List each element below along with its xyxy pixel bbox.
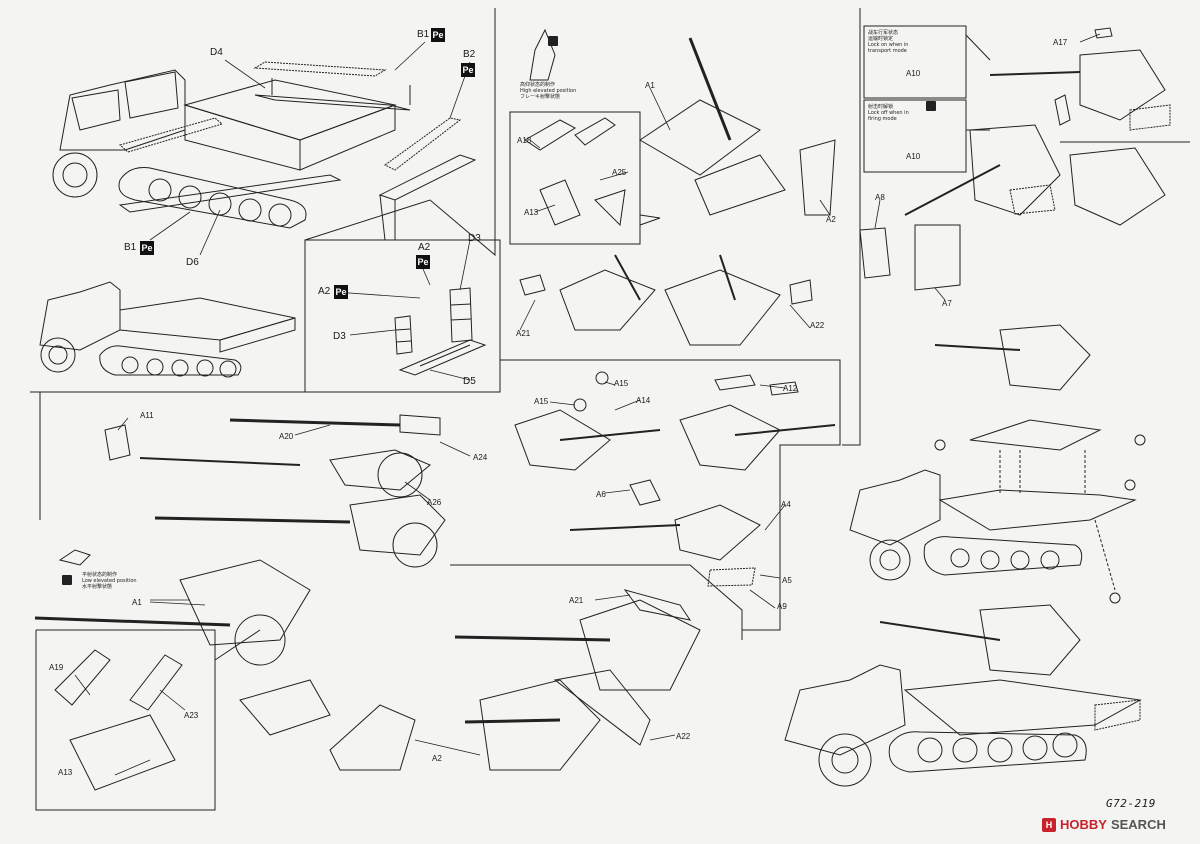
- label-a1-top: A1: [645, 81, 655, 90]
- note-box-transport: [863, 25, 967, 99]
- label-a26: A26: [427, 498, 442, 507]
- note-line: 高仰状态的制作: [520, 82, 556, 88]
- note-transport-lock: 战车行军状态 运输时锁定 Lock on when in transport m…: [868, 30, 908, 54]
- note-line: 平射状态的制作: [82, 572, 118, 578]
- label-a23: A23: [184, 711, 199, 720]
- flip-icon: [548, 36, 558, 46]
- label-d4: D4: [210, 47, 223, 58]
- note-line: 射击时解锁: [868, 104, 894, 110]
- label-a22-mid: A22: [810, 321, 825, 330]
- label-a2-gun: A2: [826, 215, 836, 224]
- label-a21-bottom: A21: [569, 596, 584, 605]
- label-a2-left: A2: [318, 286, 331, 297]
- note-line: フレーキ射撃状態: [520, 94, 561, 100]
- note-line: High elevated position: [520, 88, 577, 94]
- label-d6: D6: [186, 257, 199, 268]
- label-a19: A19: [49, 663, 64, 672]
- label-a15-b: A15: [534, 397, 549, 406]
- gun-bottom-center: [454, 589, 701, 771]
- hobbysearch-logo-icon: H: [1042, 817, 1056, 832]
- label-a18: A18: [517, 136, 532, 145]
- label-a6: A6: [596, 490, 606, 499]
- note-high-position: 高仰状态的制作 High elevated position フレーキ射撃状態: [520, 82, 576, 100]
- note-firing-unlock: 射击时解锁 Lock off when in firing mode: [868, 104, 909, 122]
- label-d5: D5: [463, 376, 476, 387]
- ladder-detail: [394, 287, 487, 376]
- label-d3-left: D3: [333, 331, 346, 342]
- label-a21-mid: A21: [516, 329, 531, 338]
- pe-badge-icon: Pe: [461, 63, 475, 77]
- label-a8: A8: [875, 193, 885, 202]
- label-a12: A12: [783, 384, 798, 393]
- gun-top-right: [859, 27, 1171, 291]
- note-line: 战车行军状态: [868, 30, 899, 36]
- watermark-brand: HOBBY: [1060, 817, 1107, 832]
- panel-dividers: [30, 8, 861, 811]
- label-a13-top: A13: [524, 208, 539, 217]
- note-low-position: 平射状态的制作 Low elevated position 水平射撃状態: [82, 572, 137, 590]
- gun-low-center: [514, 371, 836, 587]
- label-b1-bottom: B1: [124, 242, 137, 253]
- gun-left-assemblies: [34, 414, 446, 771]
- note-line: Lock on when in: [868, 42, 909, 48]
- label-a9: A9: [777, 602, 787, 611]
- leader-lines: [74, 33, 1101, 776]
- label-a2-top: A2: [418, 242, 431, 253]
- label-a10-bottom: A10: [906, 152, 921, 161]
- flip-icon: [926, 101, 936, 111]
- pe-badge-icon: Pe: [140, 241, 154, 255]
- halftrack-right-exploded: [849, 324, 1146, 604]
- gun-top-center: [524, 28, 836, 227]
- flip-icon: [62, 575, 72, 585]
- pe-badge-icon: Pe: [416, 255, 430, 269]
- label-a20: A20: [279, 432, 294, 441]
- label-b2: B2: [463, 49, 476, 60]
- label-a10-top: A10: [906, 69, 921, 78]
- watermark: H HOBBY SEARCH: [1042, 817, 1166, 832]
- sheet-code: G72-219: [1106, 797, 1156, 810]
- watermark-suffix: SEARCH: [1110, 817, 1166, 832]
- callout-box-a18: [509, 111, 641, 245]
- note-line: transport mode: [868, 48, 907, 54]
- label-a1-left: A1: [132, 598, 142, 607]
- a19-a23-detail: [54, 649, 183, 791]
- label-b1-top: B1: [417, 29, 430, 40]
- gun-mid-center: [519, 254, 813, 346]
- note-line: Low elevated position: [82, 578, 137, 584]
- label-a2-bottom: A2: [432, 754, 442, 763]
- pe-badge-icon: Pe: [334, 285, 348, 299]
- label-a25: A25: [612, 168, 627, 177]
- label-a11: A11: [140, 411, 154, 420]
- label-a7: A7: [942, 299, 952, 308]
- halftrack-right-final: [784, 604, 1142, 787]
- label-a17: A17: [1053, 38, 1068, 47]
- label-a5: A5: [782, 576, 792, 585]
- note-line: Lock off when in: [868, 110, 909, 116]
- note-line: 水平射撃状態: [82, 584, 113, 590]
- label-a4: A4: [781, 500, 791, 509]
- halftrack-chassis-top: [52, 61, 477, 241]
- label-a13-left: A13: [58, 768, 73, 777]
- label-a24: A24: [473, 453, 488, 462]
- note-line: firing mode: [868, 116, 897, 122]
- note-box-firing: [863, 99, 967, 173]
- label-a22-bottom: A22: [676, 732, 691, 741]
- note-line: 运输时锁定: [868, 36, 894, 42]
- label-a15-a: A15: [614, 379, 629, 388]
- label-d3-top: D3: [468, 233, 481, 244]
- halftrack-assembled-mid: [39, 281, 296, 378]
- label-a14: A14: [636, 396, 651, 405]
- pe-badge-icon: Pe: [431, 28, 445, 42]
- callout-box-ladder: [304, 239, 501, 393]
